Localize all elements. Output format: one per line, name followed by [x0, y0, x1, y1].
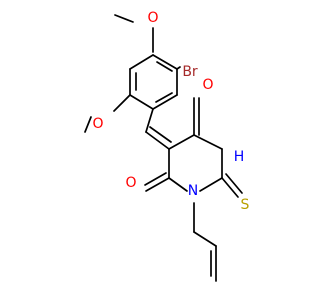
atom-oxygen-carbonyl-bottom: O	[125, 175, 136, 191]
bond-aromatic-6	[129, 54, 154, 70]
bond-ring-oxygen-left	[113, 94, 131, 112]
bond-oxygen-methyl-left	[84, 116, 92, 133]
bond-aromatic-3	[152, 94, 178, 110]
bond-vinyl-double-2	[149, 126, 172, 143]
bond-thione-1	[221, 177, 239, 198]
bond-methyl-oxygen-top	[114, 14, 134, 23]
bond-pyrimidine-4	[199, 177, 223, 192]
bond-pyrimidine-2	[193, 134, 223, 150]
atom-oxygen-left: O	[92, 116, 103, 132]
bond-vinyl-double-1	[145, 131, 170, 150]
bond-aromatic-4	[129, 94, 154, 110]
atom-nitrogen-h: H	[234, 149, 245, 165]
molecule-canvas: O O Br O H N O S	[84, 10, 250, 282]
molecule-structure: O O Br O H N O S	[84, 10, 250, 282]
atom-oxygen-top: O	[147, 10, 158, 26]
atom-nitrogen: N	[188, 183, 198, 199]
bond-aromatic-inner-2	[155, 92, 173, 103]
bond-pyrimidine-5	[168, 177, 188, 192]
bond-pyrimidine-1	[168, 134, 195, 150]
atom-bromine: Br	[182, 64, 198, 80]
bond-allyl-1	[193, 231, 217, 247]
bond-ring-bromine	[176, 66, 181, 70]
atom-oxygen-carbonyl-top: O	[202, 77, 213, 93]
bond-carbonyl-bottom-2	[144, 172, 167, 186]
bond-aromatic-inner-1	[156, 61, 173, 72]
atom-sulfur: S	[241, 197, 250, 213]
bond-carbonyl-bottom-1	[145, 177, 170, 192]
bond-aromatic-1	[152, 54, 178, 70]
bond-thione-2	[225, 173, 243, 194]
bond-ring-vinyl	[145, 108, 154, 133]
